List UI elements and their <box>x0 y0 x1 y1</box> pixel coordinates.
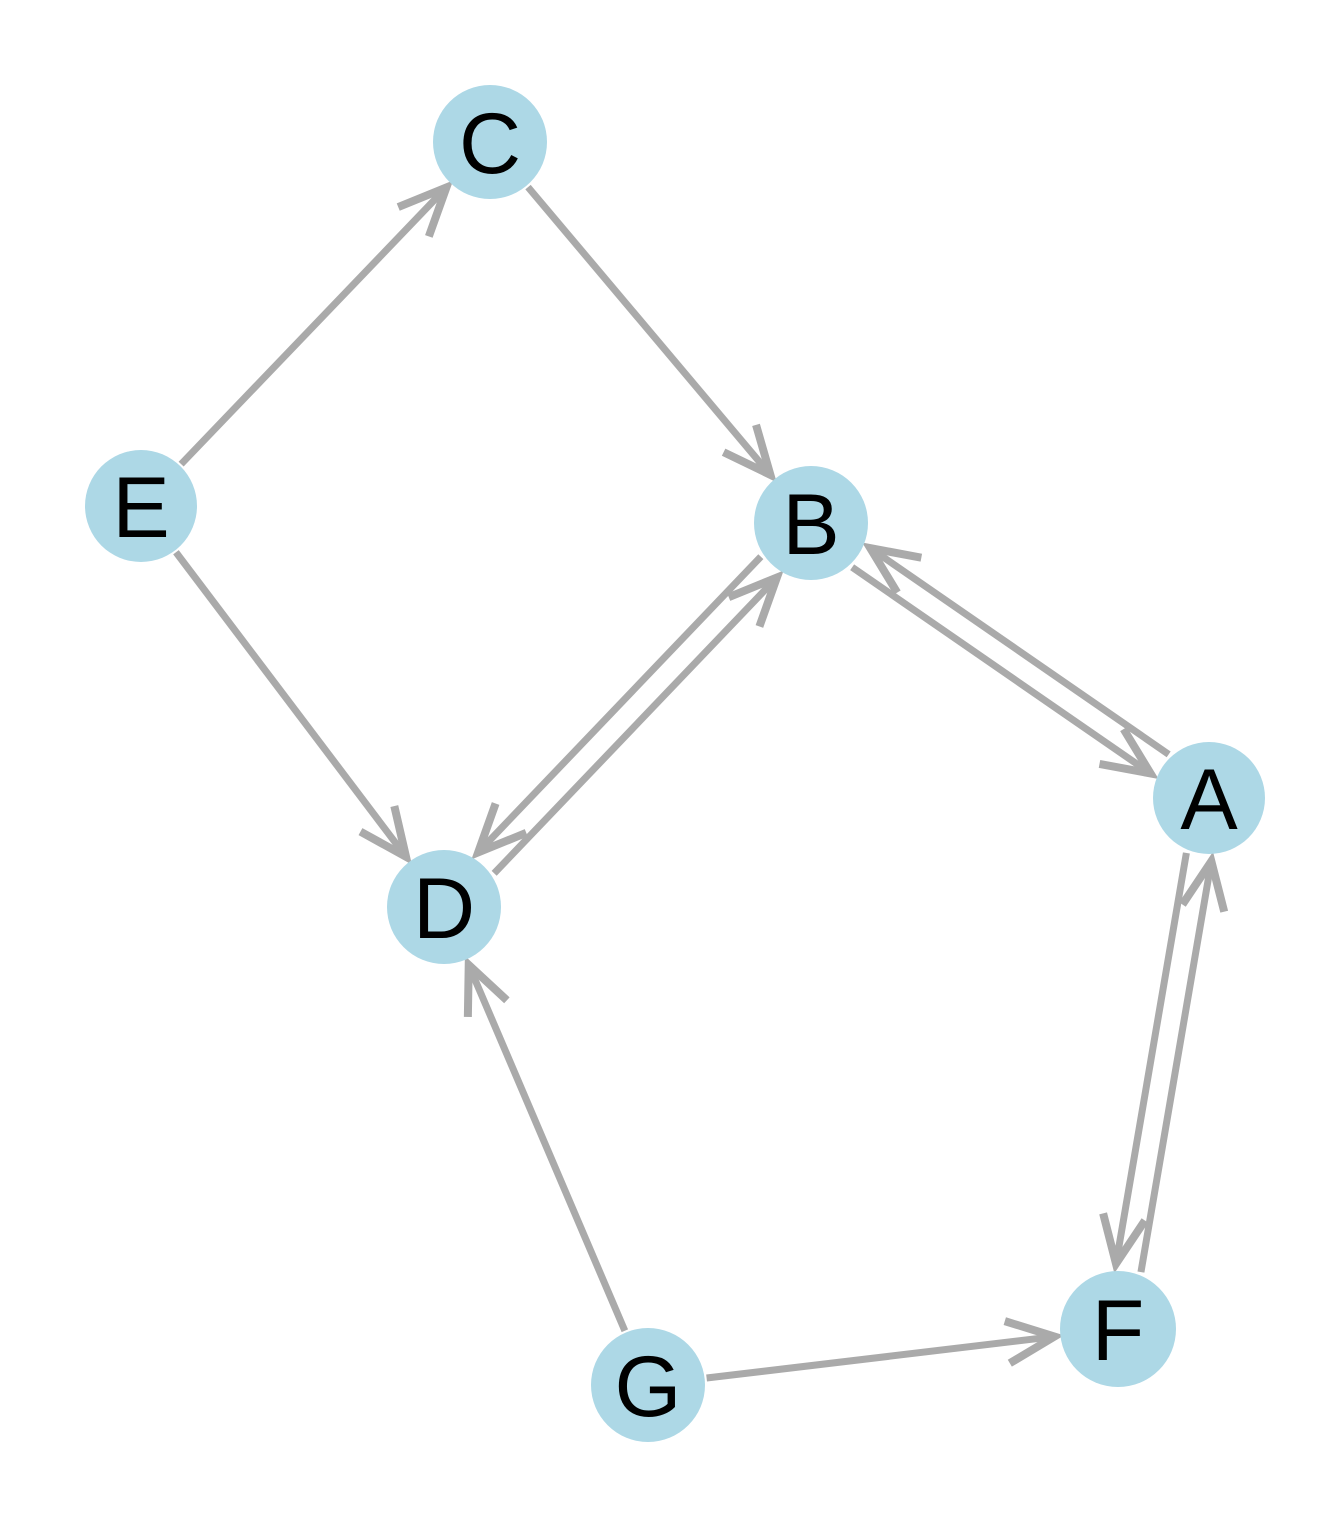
graph-node-c[interactable]: C <box>433 85 547 199</box>
arrowhead-icon <box>721 423 777 483</box>
edge-line <box>706 1333 1055 1382</box>
edge-e-to-d <box>173 550 412 865</box>
arrowhead-icon <box>358 805 412 865</box>
graph-node-g[interactable]: G <box>591 1328 705 1442</box>
edge-d-to-b <box>491 570 784 876</box>
node-circle[interactable] <box>85 450 197 562</box>
graph-node-e[interactable]: E <box>85 450 197 562</box>
edge-c-to-b <box>525 184 777 483</box>
arrowhead-icon <box>1003 1317 1065 1367</box>
edge-g-to-f <box>706 1317 1065 1382</box>
arrowhead-icon <box>396 180 454 238</box>
graph-node-d[interactable]: D <box>387 850 501 964</box>
edge-b-to-a <box>850 564 1159 780</box>
edge-line <box>465 963 629 1333</box>
edge-b-to-d <box>471 554 764 860</box>
arrowhead-icon <box>862 542 923 595</box>
edge-line <box>178 185 449 467</box>
nodes-layer: C E B A D F G <box>85 85 1265 1442</box>
edge-line <box>475 554 764 855</box>
arrowhead-icon <box>727 570 784 628</box>
node-circle[interactable] <box>1153 742 1265 854</box>
edge-line <box>173 550 409 859</box>
edge-line <box>850 564 1153 777</box>
edge-line <box>868 545 1171 758</box>
edge-a-to-f <box>1099 852 1190 1274</box>
edge-line <box>1112 852 1190 1265</box>
arrowhead-icon <box>1099 1212 1149 1274</box>
edge-line <box>525 184 774 478</box>
edge-e-to-c <box>178 180 454 467</box>
node-circle[interactable] <box>387 850 501 964</box>
arrowhead-icon <box>1098 726 1159 780</box>
graph-node-f[interactable]: F <box>1060 1271 1176 1387</box>
arrowhead-icon <box>1179 851 1229 913</box>
edge-f-to-a <box>1137 851 1229 1273</box>
node-circle[interactable] <box>433 85 547 199</box>
edge-line <box>491 575 780 876</box>
edge-g-to-d <box>463 955 629 1333</box>
node-circle[interactable] <box>754 466 868 580</box>
graph-node-a[interactable]: A <box>1153 742 1265 854</box>
edges-layer <box>173 180 1229 1382</box>
edge-line <box>1137 860 1215 1273</box>
graph-node-b[interactable]: B <box>754 466 868 580</box>
arrowhead-icon <box>471 802 528 860</box>
edge-a-to-b <box>862 542 1171 758</box>
node-circle[interactable] <box>591 1328 705 1442</box>
arrowhead-icon <box>463 955 510 1018</box>
node-circle[interactable] <box>1060 1271 1176 1387</box>
